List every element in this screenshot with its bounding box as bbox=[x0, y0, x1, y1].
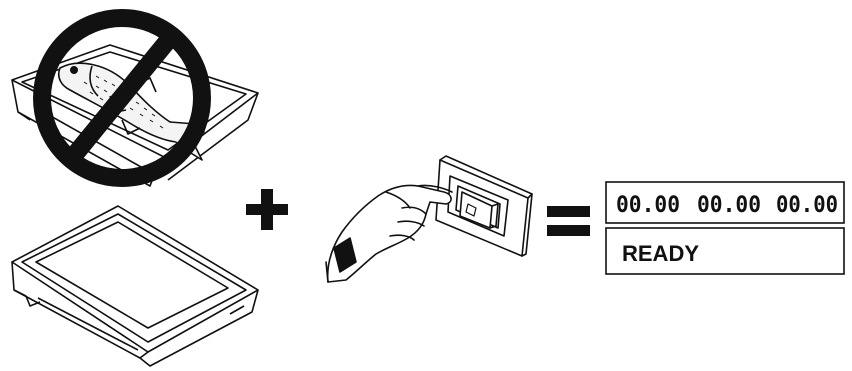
prohibited-icon bbox=[33, 9, 211, 187]
reading-2: 00.00 bbox=[697, 193, 761, 218]
status-panel bbox=[605, 227, 845, 275]
status-text: READY bbox=[622, 241, 699, 266]
hand-pressing-switch-icon bbox=[325, 155, 533, 283]
reading-1: 00.00 bbox=[616, 193, 680, 218]
reading-3: 00.00 bbox=[776, 193, 838, 218]
reading-panel bbox=[605, 181, 845, 224]
plus-icon bbox=[246, 189, 288, 230]
empty-tray-icon bbox=[11, 205, 259, 367]
scale-display-icon: 00.00 00.00 00.00 READY bbox=[605, 181, 845, 275]
equals-icon bbox=[547, 206, 590, 236]
